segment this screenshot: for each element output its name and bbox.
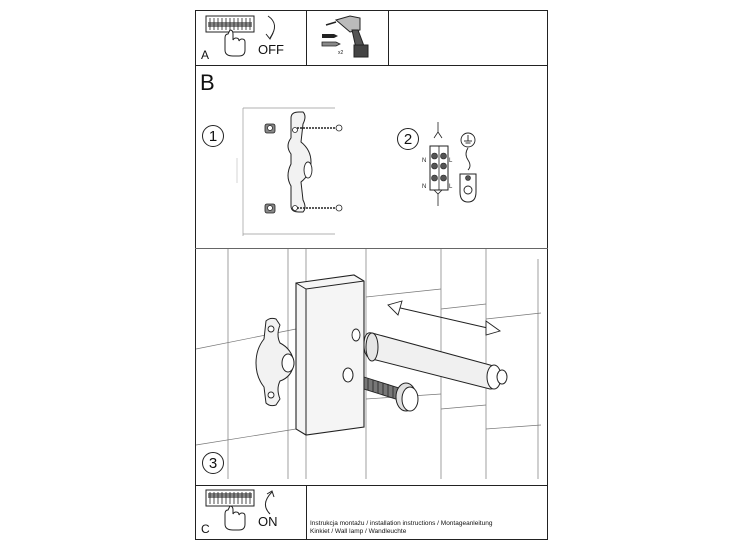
step-3-installation-illustration [195, 249, 542, 479]
screw-top-icon [297, 124, 343, 132]
step-2-number: 2 [397, 128, 419, 150]
fuse-box-off-icon [205, 15, 255, 57]
section-b-letter: B [200, 70, 215, 95]
lamp-arm-icon [363, 332, 508, 390]
switch-down-arrow-icon [265, 15, 275, 40]
fuse-box-on-icon [205, 489, 255, 531]
ground-terminal-icon [459, 173, 477, 203]
instruction-sheet-frame [195, 10, 548, 540]
section-c-letter: C [201, 522, 210, 536]
wall-plug-bottom-icon [264, 203, 276, 214]
step-3-number: 3 [202, 452, 224, 474]
screw-bottom-icon [297, 204, 343, 212]
screw-count-label: x2 [338, 50, 344, 56]
switch-up-arrow-icon [265, 490, 275, 515]
step-1-bracket-illustration [236, 107, 343, 236]
wire-l-label-2: L [449, 184, 453, 190]
section-a-cell-divider-2 [388, 10, 389, 65]
caption-line-2: Kinkiet / Wall lamp / Wandleuchte [310, 528, 407, 535]
rotate-adjust-arrow-icon [387, 300, 502, 336]
section-a-divider [195, 65, 548, 66]
wire-l-label: L [449, 158, 453, 164]
lamp-body-icon [295, 274, 365, 436]
caption-line-1: Instrukcja montażu / installation instru… [310, 520, 493, 527]
step-3-divider [195, 248, 548, 249]
wire-n-label-2: N [422, 184, 426, 190]
switch-off-label: OFF [258, 42, 284, 57]
section-a-cell-divider [306, 10, 307, 65]
step-1-number: 1 [202, 125, 224, 147]
mounting-bolt-icon [363, 376, 419, 412]
section-a-letter: A [201, 48, 210, 62]
section-c-cell-divider [306, 485, 307, 540]
switch-on-label: ON [258, 514, 278, 529]
wire-n-label: N [422, 158, 426, 164]
ground-symbol-icon [460, 132, 476, 148]
wall-bracket-icon [255, 317, 295, 407]
step-2-wiring-illustration: N L N L [422, 122, 477, 206]
drill-tool-icon: x2 [321, 15, 369, 58]
section-c-divider [195, 485, 548, 486]
wall-plug-top-icon [264, 123, 276, 134]
